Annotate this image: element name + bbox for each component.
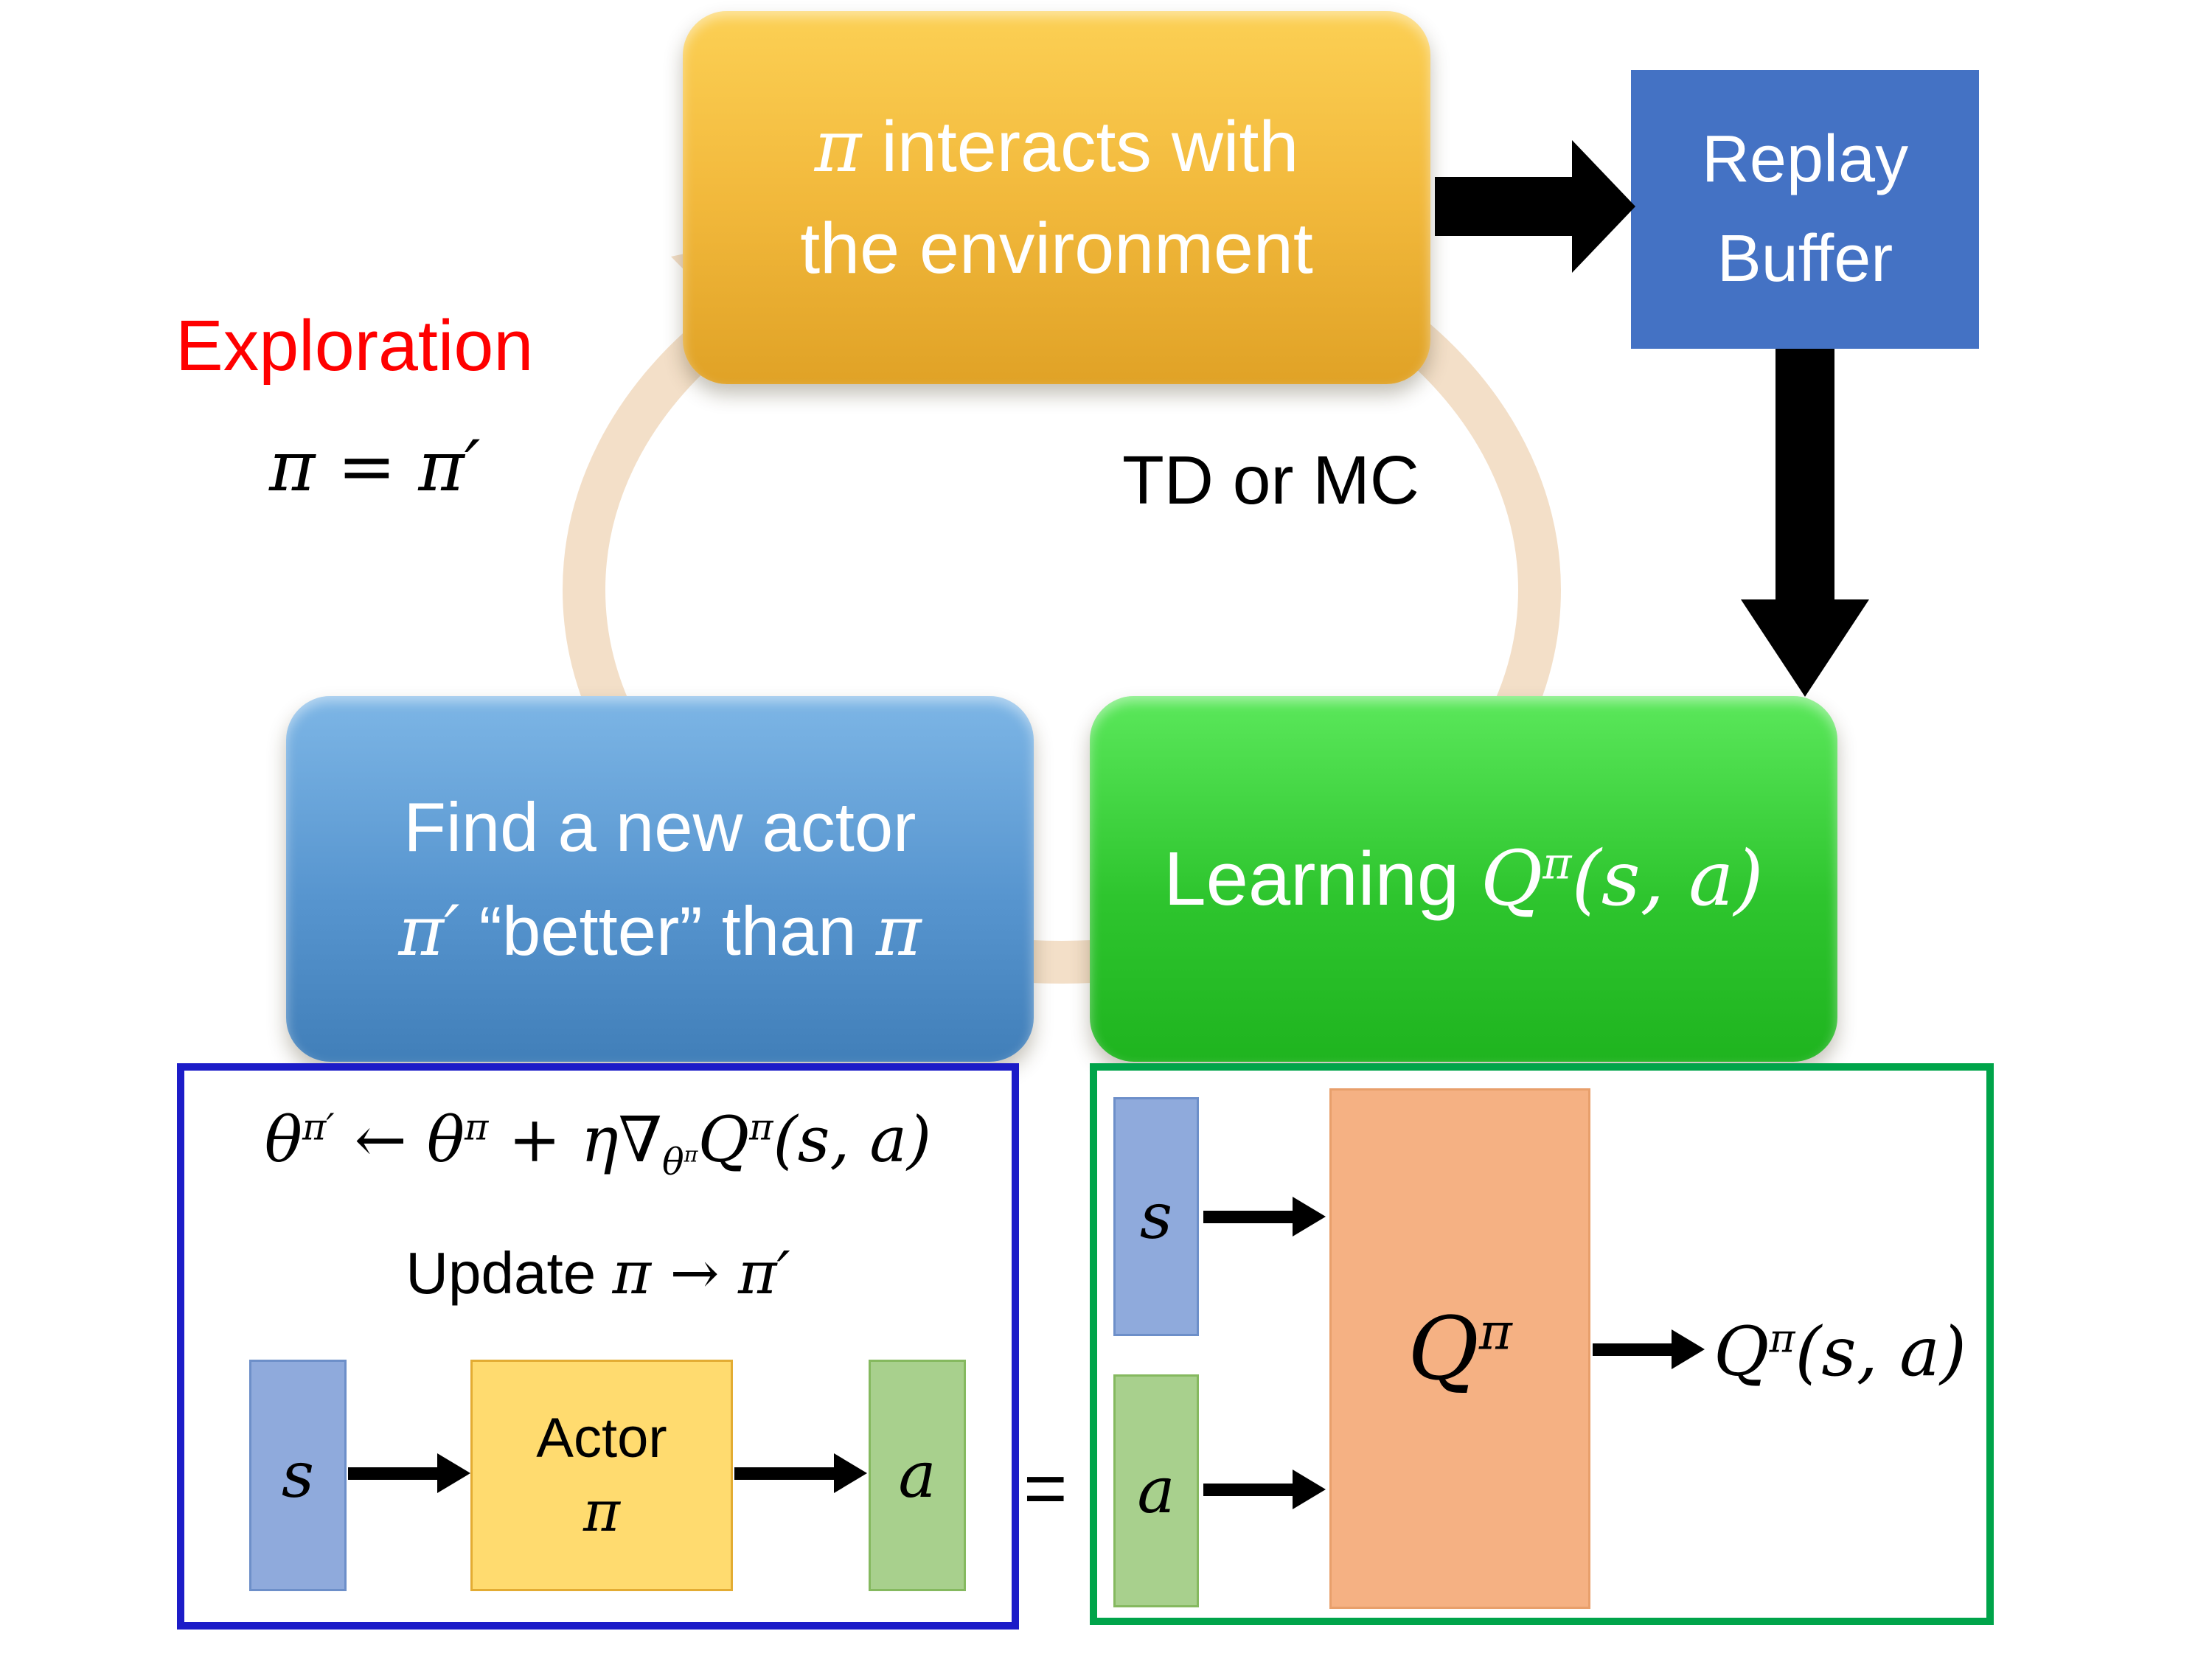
equals-sign: = (1023, 1446, 1068, 1530)
actor-update-panel: θπ′ ← θπ + η∇θπQπ(s, a) Update π → π′ s … (177, 1063, 1019, 1630)
sub-theta-sup-pi: π (684, 1141, 698, 1167)
eta-nabla-symbols: η∇ (580, 1104, 662, 1177)
arrow-down-icon (1775, 349, 1834, 599)
q-symbol: Q (1408, 1298, 1479, 1399)
q-network-box: Qπ (1329, 1088, 1590, 1609)
q-symbol: Q (698, 1104, 750, 1177)
arrow-right-icon (1435, 177, 1572, 236)
assign-arrow: ← (334, 1104, 427, 1177)
a-label: a (1137, 1454, 1175, 1528)
sub-theta-symbol: θ (661, 1141, 684, 1183)
pi-interacts-box: π interacts with the environment (683, 11, 1430, 384)
q-arguments: (s, a) (1795, 1312, 1966, 1391)
action-input-box: a (1113, 1374, 1199, 1607)
q-symbol: Q (1480, 835, 1543, 923)
s-label: s (281, 1439, 315, 1512)
pi-symbol: π (814, 105, 862, 189)
learning-text: Learning (1164, 836, 1481, 921)
q-symbol: Q (1714, 1312, 1770, 1391)
update-pi-label: Update π → π′ (184, 1239, 1012, 1307)
arrow-down-head-icon (1741, 599, 1869, 697)
q-superscript-pi: π (749, 1105, 773, 1149)
s-to-q-arrow-icon (1203, 1197, 1326, 1237)
critic-q-panel: s a Qπ Qπ(s, a) (1090, 1063, 1994, 1625)
q-arguments: (s, a) (773, 1104, 932, 1177)
q-to-output-arrow-icon (1593, 1329, 1705, 1369)
state-input-box: s (1113, 1097, 1199, 1336)
pi-to-pi-prime: π → π′ (612, 1239, 790, 1307)
q-value-output-label: Qπ(s, a) (1714, 1312, 1966, 1391)
q-superscript-pi: π (1769, 1315, 1795, 1362)
plus-sign: + (488, 1104, 581, 1177)
pi-equals-pi-prime-label: π = π′ (269, 426, 481, 507)
nabla-subscript: θπ (662, 1141, 698, 1183)
better-than-text: “better” than (459, 891, 876, 970)
replay-buffer-line2: Buffer (1717, 222, 1893, 296)
find-new-actor-box: Find a new actor π′ “better” than π (286, 696, 1034, 1062)
pi-interacts-line1: π interacts with (815, 96, 1299, 198)
replay-buffer-box: Replay Buffer (1631, 70, 1979, 349)
actor-pi-symbol: π (583, 1478, 620, 1544)
q-superscript-pi: π (1478, 1302, 1512, 1362)
exploration-label: Exploration (175, 305, 534, 386)
find-new-actor-line2: π′ “better” than π (398, 879, 921, 984)
interacts-with-text: interacts with (861, 106, 1299, 187)
q-arguments: (s, a) (1571, 835, 1764, 923)
s-label: s (1139, 1180, 1173, 1253)
actor-network-box: Actor π (470, 1360, 733, 1591)
a-to-q-arrow-icon (1203, 1470, 1326, 1509)
s-to-actor-arrow-icon (348, 1453, 470, 1493)
learning-q-line: Learning Qπ(s, a) (1164, 835, 1763, 923)
theta-sup-pi: π (465, 1105, 489, 1149)
theta-symbol: θ (426, 1104, 465, 1177)
action-output-box: a (869, 1360, 966, 1591)
learning-q-box: Learning Qπ(s, a) (1090, 696, 1837, 1062)
q-superscript-pi: π (1543, 838, 1572, 890)
theta-symbol: θ (264, 1104, 302, 1177)
td-or-mc-label: TD or MC (1122, 442, 1419, 518)
pi-symbol: π (875, 891, 922, 972)
arrow-right-head-icon (1572, 140, 1635, 273)
pi-interacts-line2: the environment (800, 208, 1313, 288)
pi-prime-symbol: π′ (398, 891, 460, 972)
theta-sup-pi-prime: π′ (302, 1105, 335, 1149)
state-input-box: s (249, 1360, 347, 1591)
update-text: Update (406, 1240, 613, 1306)
actor-label: Actor (536, 1407, 667, 1470)
replay-buffer-line1: Replay (1701, 122, 1909, 196)
q-network-label: Qπ (1408, 1298, 1512, 1399)
actor-to-action-arrow-icon (734, 1453, 867, 1493)
gradient-ascent-formula: θπ′ ← θπ + η∇θπQπ(s, a) (184, 1104, 1012, 1183)
a-label: a (898, 1439, 936, 1512)
find-new-actor-line1: Find a new actor (403, 787, 917, 866)
